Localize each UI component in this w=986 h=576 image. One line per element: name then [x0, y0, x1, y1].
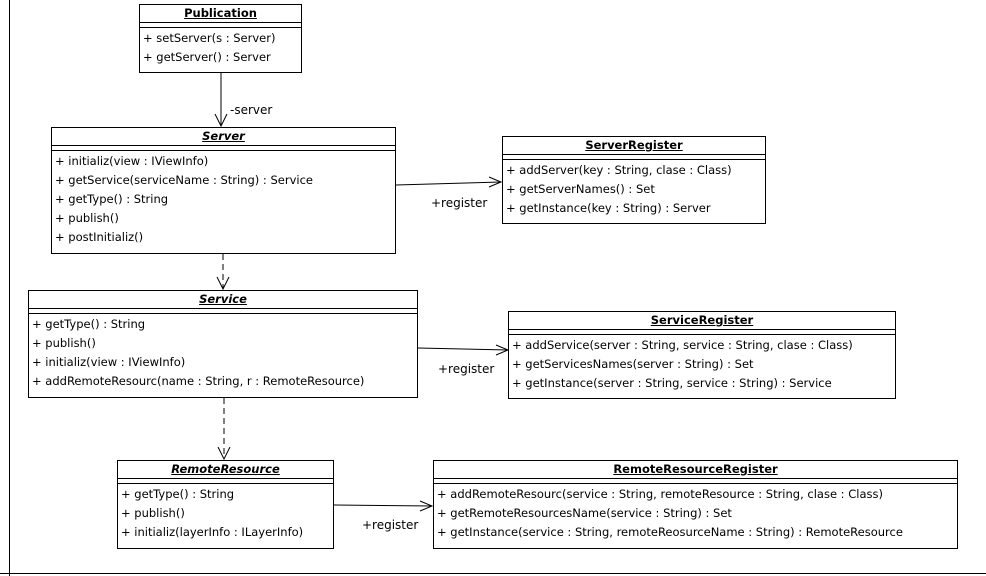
- operation: + setServer(s : Server): [143, 31, 276, 45]
- class-publication[interactable]: Publication + setServer(s : Server) + ge…: [139, 4, 302, 73]
- server-serverregister-arrowhead: [488, 176, 503, 188]
- class-server[interactable]: Server + initializ(view : IViewInfo) + g…: [51, 127, 396, 254]
- server-serverregister-association: [395, 181, 502, 186]
- operations-compartment: + addServer(key : String, clase : Class)…: [503, 160, 765, 218]
- register-service-label: +register: [438, 362, 495, 376]
- class-name: ServerRegister: [503, 137, 765, 155]
- operation: + publish(): [121, 506, 185, 520]
- operation: + addServer(key : String, clase : Class): [506, 163, 732, 177]
- publication-server-arrowhead: [214, 113, 228, 128]
- class-name: RemoteResource: [118, 461, 333, 479]
- operations-compartment: + getType() : String + publish() + initi…: [29, 314, 417, 391]
- operations-compartment: + addRemoteResourc(service : String, rem…: [434, 484, 957, 542]
- operation: + getServicesNames(server : String) : Se…: [512, 357, 754, 371]
- attributes-compartment: [140, 23, 301, 28]
- class-name: Server: [52, 128, 395, 146]
- attributes-compartment: [29, 309, 417, 314]
- operation: + initializ(view : IViewInfo): [55, 154, 209, 168]
- operation: + addService(server : String, service : …: [512, 338, 853, 352]
- attributes-compartment: [52, 146, 395, 151]
- operation: + getInstance(key : String) : Server: [506, 201, 711, 215]
- operation: + getType() : String: [32, 317, 146, 331]
- service-serviceregister-association: [417, 347, 509, 351]
- class-name: RemoteResourceRegister: [434, 461, 957, 479]
- class-server-register[interactable]: ServerRegister + addServer(key : String,…: [502, 136, 766, 224]
- class-name: Publication: [140, 5, 301, 23]
- attributes-compartment: [509, 330, 895, 335]
- operation: + initializ(layerInfo : ILayerInfo): [121, 525, 304, 539]
- operation: + publish(): [55, 211, 119, 225]
- class-remote-resource[interactable]: RemoteResource + getType() : String + pu…: [117, 460, 334, 549]
- class-service-register[interactable]: ServiceRegister + addService(server : St…: [508, 311, 896, 399]
- remoteresource-register-arrowhead: [419, 500, 434, 512]
- operation: + getInstance(server : String, service :…: [512, 376, 832, 390]
- operations-compartment: + initializ(view : IViewInfo) + getServi…: [52, 151, 395, 247]
- class-name: ServiceRegister: [509, 312, 895, 330]
- operations-compartment: + setServer(s : Server) + getServer() : …: [140, 28, 301, 67]
- attributes-compartment: [118, 479, 333, 484]
- operations-compartment: + getType() : String + publish() + initi…: [118, 484, 333, 542]
- operations-compartment: + addService(server : String, service : …: [509, 335, 895, 393]
- operation: + getRemoteResourcesName(service : Strin…: [437, 506, 732, 520]
- operation: + initializ(view : IViewInfo): [32, 355, 186, 369]
- service-remoteresource-arrowhead: [217, 446, 231, 461]
- server-service-arrowhead: [216, 276, 230, 291]
- operation: + addRemoteResourc(name : String, r : Re…: [32, 374, 365, 388]
- operation: + getService(serviceName : String) : Ser…: [55, 173, 313, 187]
- frame-bottom-border: [0, 573, 986, 574]
- server-role-label: -server: [230, 103, 273, 117]
- operation: + publish(): [32, 336, 96, 350]
- class-remote-resource-register[interactable]: RemoteResourceRegister + addRemoteResour…: [433, 460, 958, 549]
- attributes-compartment: [434, 479, 957, 484]
- operation: + getType() : String: [55, 192, 169, 206]
- class-name: Service: [29, 291, 417, 309]
- operation: + getServer() : Server: [143, 50, 271, 64]
- operation: + getInstance(service : String, remoteRe…: [437, 525, 903, 539]
- register-server-label: +register: [431, 196, 488, 210]
- frame-left-border: [9, 0, 10, 576]
- operation: + addRemoteResourc(service : String, rem…: [437, 487, 883, 501]
- class-service[interactable]: Service + getType() : String + publish()…: [28, 290, 418, 398]
- register-remote-resource-label: +register: [362, 518, 419, 532]
- operation: + getType() : String: [121, 487, 235, 501]
- operation: + getServerNames() : Set: [506, 182, 655, 196]
- attributes-compartment: [503, 155, 765, 160]
- remoteresource-register-association: [333, 504, 433, 507]
- operation: + postInitializ(): [55, 230, 144, 244]
